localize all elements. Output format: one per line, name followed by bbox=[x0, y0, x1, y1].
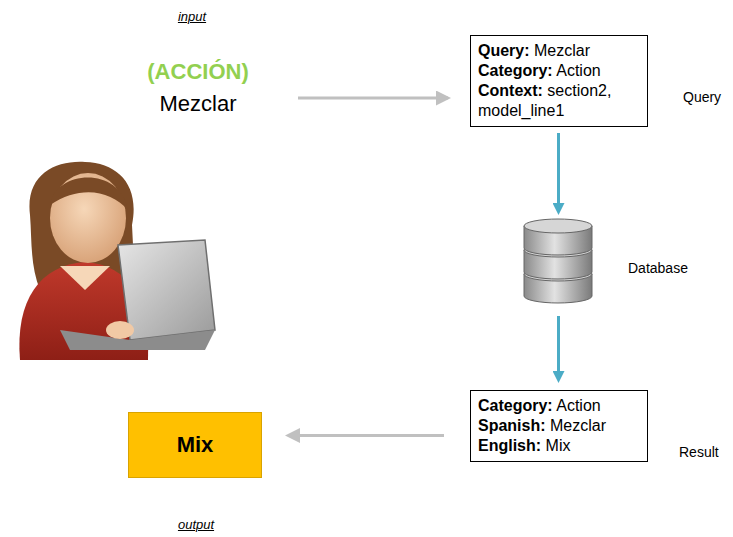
field-key: Category: bbox=[478, 397, 553, 414]
field-value: Action bbox=[556, 62, 600, 79]
field-value: Mezclar bbox=[550, 417, 606, 434]
database-icon: Database bbox=[518, 218, 598, 306]
result-label: Result bbox=[679, 444, 719, 460]
field-key: Spanish: bbox=[478, 417, 546, 434]
input-label: input bbox=[178, 9, 206, 24]
output-label: output bbox=[178, 517, 214, 532]
query-box: Query: MezclarCategory: ActionContext: s… bbox=[470, 35, 648, 127]
output-word: Mix bbox=[177, 432, 214, 458]
field-value: Mix bbox=[546, 437, 571, 454]
user-figure bbox=[19, 162, 215, 360]
field-key: English: bbox=[478, 437, 541, 454]
category-tag: (ACCIÓN) bbox=[147, 59, 248, 85]
flow-arrow bbox=[557, 133, 560, 212]
result-box: Category: ActionSpanish: MezclarEnglish:… bbox=[470, 390, 648, 462]
flow-arrow bbox=[288, 434, 444, 437]
input-word: Mezclar bbox=[159, 91, 236, 117]
output-box: Mix bbox=[128, 412, 262, 478]
database-cylinder bbox=[518, 218, 598, 306]
field-key: Context: bbox=[478, 82, 543, 99]
field-key: Query: bbox=[478, 42, 530, 59]
query-label: Query bbox=[683, 89, 721, 105]
flow-arrow bbox=[557, 316, 560, 380]
field-value: Action bbox=[556, 397, 600, 414]
database-label: Database bbox=[628, 260, 688, 276]
input-arrow bbox=[298, 97, 448, 100]
field-key: Category: bbox=[478, 62, 553, 79]
field-value: Mezclar bbox=[534, 42, 590, 59]
